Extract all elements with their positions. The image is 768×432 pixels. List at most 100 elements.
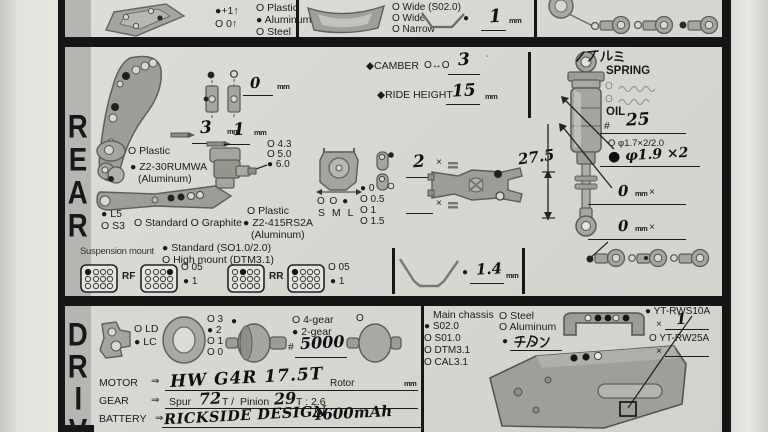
upper-arm-underline bbox=[406, 177, 433, 178]
mount-grid-rr-left bbox=[227, 264, 265, 293]
chassis-option-s010: O S01.0 bbox=[424, 333, 461, 344]
mount-offset-alt: O 0↑ bbox=[215, 18, 238, 30]
turnbuckle-rod-ends-drawing bbox=[548, 0, 719, 35]
hub-oval-part-drawing bbox=[96, 140, 126, 162]
hub-lc-option: ● LC bbox=[134, 336, 157, 348]
shock-pointer-arrow-1 bbox=[561, 96, 615, 150]
divider-top-1 bbox=[296, 0, 299, 37]
tab-drive-letter: V bbox=[68, 413, 88, 432]
susp-mount-rf-opt1: ● 1 bbox=[183, 276, 198, 287]
axle-shim-value-handwritten: 1 bbox=[232, 119, 246, 141]
carrier-size-labels: S M L bbox=[318, 207, 356, 219]
hex-option-60: ● 6.0 bbox=[267, 159, 290, 170]
spring-option-2-illegible bbox=[618, 98, 650, 106]
rear-lower-arm-drawing bbox=[96, 185, 233, 211]
handwritten-aluminum-note-kana bbox=[576, 50, 624, 62]
susp-mount-rf-label: RF bbox=[122, 271, 136, 282]
hub-carrier-drawing bbox=[316, 148, 362, 195]
ride-height-unit: mm bbox=[485, 92, 498, 101]
camber-underline bbox=[448, 74, 480, 75]
limiter1-times: × bbox=[649, 187, 655, 198]
rule-top-band bbox=[58, 37, 731, 47]
tower-pin-drawing bbox=[170, 132, 195, 138]
motor-label: MOTOR bbox=[99, 377, 138, 389]
gear-spur-value-handwritten: 72 bbox=[198, 388, 222, 409]
arm-material-options: O Standard O Graphite bbox=[134, 217, 242, 229]
hub-ld-option: O LD bbox=[134, 323, 159, 335]
lower-arm-times: × bbox=[436, 198, 442, 209]
camber-label: ◆CAMBER bbox=[366, 60, 419, 72]
limiter1-underline bbox=[588, 204, 686, 205]
arm-l5-option: ● L5 bbox=[101, 208, 122, 220]
gear-underline bbox=[165, 408, 418, 409]
upright-plastic-option: O Plastic bbox=[247, 205, 290, 217]
rear-stab-underline bbox=[470, 283, 504, 284]
rear-stab-value-handwritten: 1.4 bbox=[475, 259, 503, 279]
motor-underline bbox=[165, 390, 418, 391]
gear-arrow-icon: ⇒ bbox=[151, 395, 160, 406]
paper-right-margin bbox=[731, 0, 768, 432]
upright-aluminum-option: ● Z2-415RS2A bbox=[243, 217, 313, 229]
rear-stab-unit: mm bbox=[506, 271, 519, 280]
ring-option-2: ● 2 bbox=[207, 325, 222, 336]
divider-drive bbox=[421, 306, 424, 432]
front-stab-underline bbox=[481, 30, 506, 31]
chassis-handwritten-note-kana bbox=[514, 335, 550, 348]
shock-type-b-underline bbox=[665, 356, 709, 357]
oil-value-handwritten: 25 bbox=[625, 109, 651, 131]
divider-camber-box bbox=[528, 52, 531, 118]
limiter2-value-handwritten: 0 bbox=[617, 216, 629, 236]
chassis-steel-option: O Steel bbox=[499, 310, 535, 322]
mount-grid-rf-right bbox=[140, 264, 178, 293]
camber-shim-underline bbox=[243, 95, 273, 96]
body-option-narrow: O Narrow bbox=[392, 24, 435, 35]
lower-shim-glyph bbox=[448, 202, 458, 209]
gear-ratio: T : 2.6 bbox=[296, 396, 326, 408]
tab-rear-letter: R bbox=[68, 109, 88, 146]
shim-option-05: O 0.5 bbox=[360, 194, 385, 205]
spring-option-2-marker: O bbox=[605, 94, 613, 105]
upright-aluminum-note: (Aluminum) bbox=[251, 229, 305, 241]
battery-label: BATTERY bbox=[99, 413, 147, 425]
susp-mount-rr-label: RR bbox=[269, 271, 284, 282]
ring-option-1: O 1 bbox=[207, 336, 224, 347]
arm-mount-drawing bbox=[105, 3, 186, 37]
shock-type-a-underline bbox=[665, 329, 709, 330]
motor-arrow-icon: ⇒ bbox=[151, 376, 160, 387]
diff-oil-underline bbox=[295, 357, 347, 358]
diff-oil-value-handwritten: 5000 bbox=[299, 331, 345, 354]
mount-grid-rr-right bbox=[287, 264, 325, 293]
piston-underline bbox=[600, 166, 700, 167]
limiter1-unit: mm bbox=[635, 189, 648, 198]
front-stabilizer-wire-drawing bbox=[421, 12, 465, 29]
main-chassis-drawing bbox=[489, 315, 693, 429]
oil-underline bbox=[600, 133, 686, 134]
ride-height-label: ◆RIDE HEIGHT bbox=[377, 89, 453, 101]
piston-handwritten-option: ● φ1.9 ×2 bbox=[607, 144, 689, 166]
spring-option-1-illegible bbox=[618, 85, 656, 93]
shock-type-a-option: ● YT-RWS10A bbox=[645, 306, 711, 317]
rear-stabilizer-wire-drawing bbox=[398, 258, 459, 288]
tab-drive-letter: I bbox=[74, 381, 82, 418]
piston-standard-option: O φ1.7×2/2.0 bbox=[608, 138, 665, 149]
camber-shim-plates-drawing bbox=[203, 69, 241, 118]
motor-mount-drawing bbox=[99, 321, 131, 359]
chassis-option-cal31: O CAL3.1 bbox=[424, 357, 468, 368]
rear-shock-drawing bbox=[567, 51, 605, 237]
hub-plastic-option: O Plastic bbox=[128, 145, 171, 157]
camber-shim-unit: mm bbox=[277, 82, 290, 91]
ride-height-value-handwritten: 15 bbox=[451, 80, 477, 102]
tower-gap-value-handwritten: 3 bbox=[199, 117, 213, 139]
spring-label: SPRING bbox=[606, 65, 651, 77]
chassis-hand-underline bbox=[510, 350, 562, 351]
tab-rear-letter: R bbox=[68, 208, 88, 245]
shock-type-b-option: O YT-RW25A bbox=[649, 333, 710, 344]
susp-mount-rr-opt1: ● 1 bbox=[330, 276, 345, 287]
shock-pointer-arrow-2 bbox=[559, 123, 613, 189]
mount-grid-rf-left bbox=[80, 264, 118, 293]
limiter2-unit: mm bbox=[635, 224, 648, 233]
tab-strip bbox=[65, 0, 91, 432]
main-chassis-label: Main chassis bbox=[433, 309, 494, 321]
camber-shim-value-handwritten: 0 bbox=[249, 73, 261, 93]
diff-4gear-option: O 4-gear bbox=[292, 314, 334, 326]
